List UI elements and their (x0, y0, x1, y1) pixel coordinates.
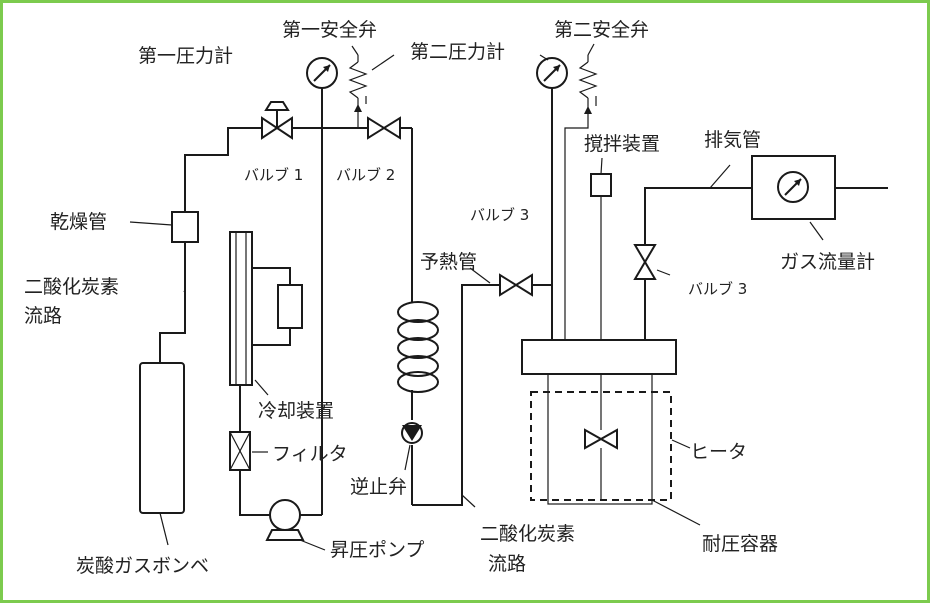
label-pressure-vessel: 耐圧容器 (702, 533, 778, 555)
label-stirrer: 撹拌装置 (584, 133, 660, 155)
safety-valve-2-icon (578, 55, 598, 114)
heater (530, 391, 672, 501)
pressure-gauge-1-icon (306, 57, 338, 89)
stirrer-motor (590, 173, 612, 197)
label-co2-channel-left-2: 流路 (24, 305, 62, 327)
valve-3a-icon (499, 273, 533, 297)
label-pressure-gauge-2: 第二圧力計 (410, 41, 505, 63)
cooling-device (229, 231, 253, 386)
label-filter: フィルタ (272, 443, 348, 465)
label-booster-pump: 昇圧ポンプ (330, 539, 424, 561)
check-valve-icon (401, 422, 423, 444)
label-valve-3b: バルブ 3 (688, 280, 747, 298)
label-co2-cylinder: 炭酸ガスボンベ (76, 555, 209, 577)
label-preheat-tube: 予熱管 (420, 251, 477, 273)
label-co2-channel-left-1: 二酸化炭素 (24, 276, 119, 298)
label-pressure-gauge-1: 第一圧力計 (138, 45, 233, 67)
vessel-lid (521, 339, 677, 375)
label-co2-channel-right-2: 流路 (488, 553, 526, 575)
label-gas-flowmeter: ガス流量計 (780, 251, 875, 273)
piping (159, 88, 888, 516)
cooling-inner-tube (235, 231, 247, 386)
cooler-side-unit (277, 284, 303, 329)
label-valve-3a: バルブ 3 (470, 206, 529, 224)
valve-2-icon (367, 116, 401, 140)
co2-cylinder (139, 362, 185, 514)
label-exhaust-pipe: 排気管 (704, 129, 761, 151)
label-valve-1: バルブ 1 (244, 166, 303, 184)
booster-pump (265, 499, 305, 541)
label-cooling-device: 冷却装置 (258, 400, 334, 422)
label-safety-valve-1: 第一安全弁 (282, 19, 377, 41)
label-safety-valve-2: 第二安全弁 (554, 19, 649, 41)
valve-3b-icon (633, 244, 657, 280)
label-check-valve: 逆止弁 (350, 476, 407, 498)
pressure-gauge-2-icon (536, 57, 568, 89)
label-heater: ヒータ (690, 441, 747, 463)
stirrer-impeller (584, 428, 618, 450)
pressure-vessel (547, 373, 653, 505)
label-drying-tube: 乾燥管 (50, 211, 107, 233)
safety-valve-1-icon (348, 55, 368, 112)
label-co2-channel-right-1: 二酸化炭素 (480, 523, 575, 545)
leader-lines (129, 43, 824, 551)
gas-flowmeter (751, 155, 836, 220)
preheat-coil (397, 300, 439, 393)
label-valve-2: バルブ 2 (336, 166, 395, 184)
valve-1-icon (261, 101, 293, 140)
drying-tube (171, 211, 199, 243)
filter (229, 431, 251, 471)
